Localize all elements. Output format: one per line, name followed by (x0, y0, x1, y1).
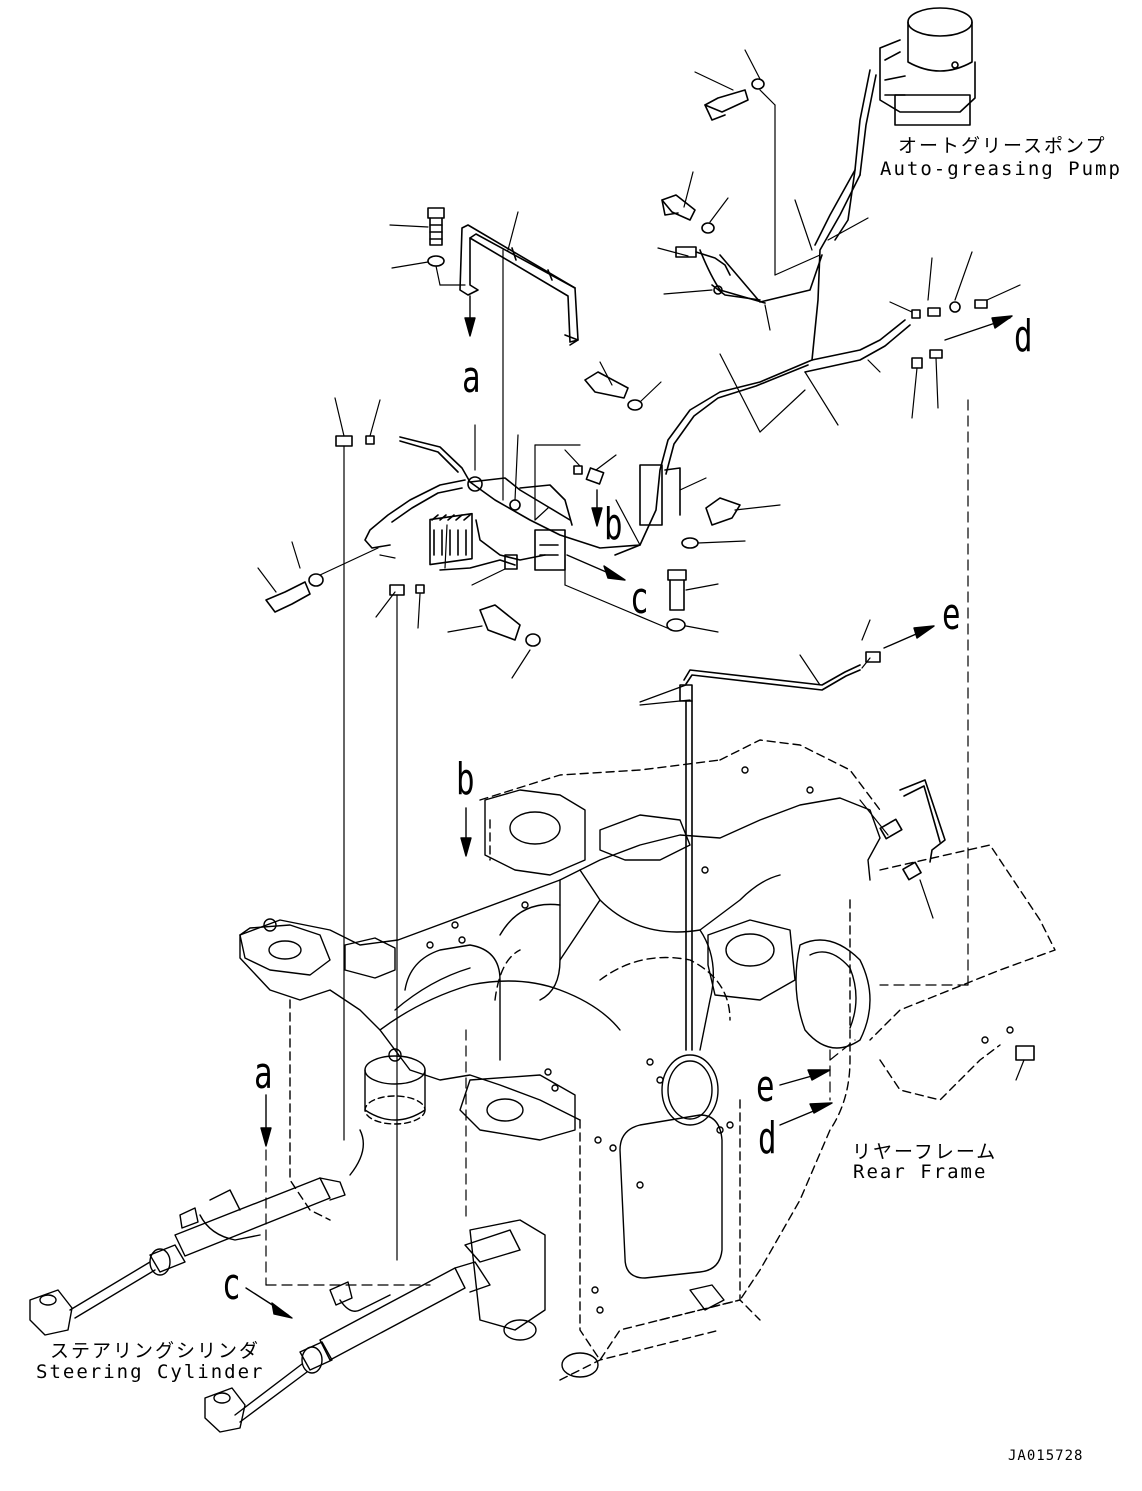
callout-e-frame: e (756, 1061, 775, 1112)
washer (752, 79, 764, 89)
callout-c-top: c (630, 573, 649, 624)
bolt (480, 605, 520, 640)
leader-lines (658, 50, 1020, 490)
steering-cylinder (30, 1130, 363, 1335)
auto-greasing-pump-label-en: Auto-greasing Pump (880, 158, 1122, 180)
washer (526, 634, 540, 646)
rear-frame (240, 740, 1055, 1380)
bolt (705, 90, 748, 120)
leader-lines (640, 620, 870, 702)
callout-b-frame: b (456, 754, 475, 805)
rear-frame-label-jp: リヤーフレーム (852, 1141, 998, 1163)
callout-e-top: e (942, 589, 961, 640)
callout-d-top: d (1014, 311, 1033, 362)
mid-harness (365, 437, 640, 570)
grease-pipe (640, 652, 880, 1050)
auto-greasing-pump (835, 8, 975, 240)
washer (428, 256, 444, 266)
bolt (662, 195, 695, 220)
leader-lines (258, 212, 780, 678)
harness-connector (676, 247, 760, 300)
washer (309, 574, 323, 586)
routing-lines (266, 400, 968, 1285)
drawing-code: JA015728 (1008, 1448, 1084, 1464)
bolt (706, 498, 740, 525)
bolt (428, 208, 444, 245)
steering-cylinder-label-jp: ステアリングシリンダ (50, 1340, 261, 1362)
fitting (1016, 1046, 1034, 1080)
bolt (266, 582, 310, 612)
bolt (585, 372, 628, 398)
washer (702, 223, 714, 233)
callout-b-top: b (604, 499, 623, 550)
callout-arrow (246, 296, 1012, 1318)
auto-greasing-pump-label-jp: オートグリースポンプ (898, 135, 1107, 157)
fitting (912, 300, 987, 368)
grease-pipe (860, 780, 945, 918)
steering-cylinder-label-en: Steering Cylinder (36, 1361, 265, 1383)
bracket (460, 225, 578, 345)
steering-cylinder (205, 1230, 520, 1432)
routing-lines (344, 446, 397, 1260)
rear-frame-label-en: Rear Frame (853, 1161, 988, 1183)
callout-c-frame: c (222, 1259, 241, 1310)
bolt (668, 570, 686, 610)
washer (682, 538, 698, 548)
callout-d-frame: d (758, 1113, 777, 1164)
distribution-block (430, 514, 472, 565)
washer (628, 400, 642, 410)
washer (667, 619, 685, 631)
pump-harness (615, 170, 910, 555)
callout-a-top: a (462, 352, 481, 403)
callout-a-frame: a (254, 1048, 273, 1099)
